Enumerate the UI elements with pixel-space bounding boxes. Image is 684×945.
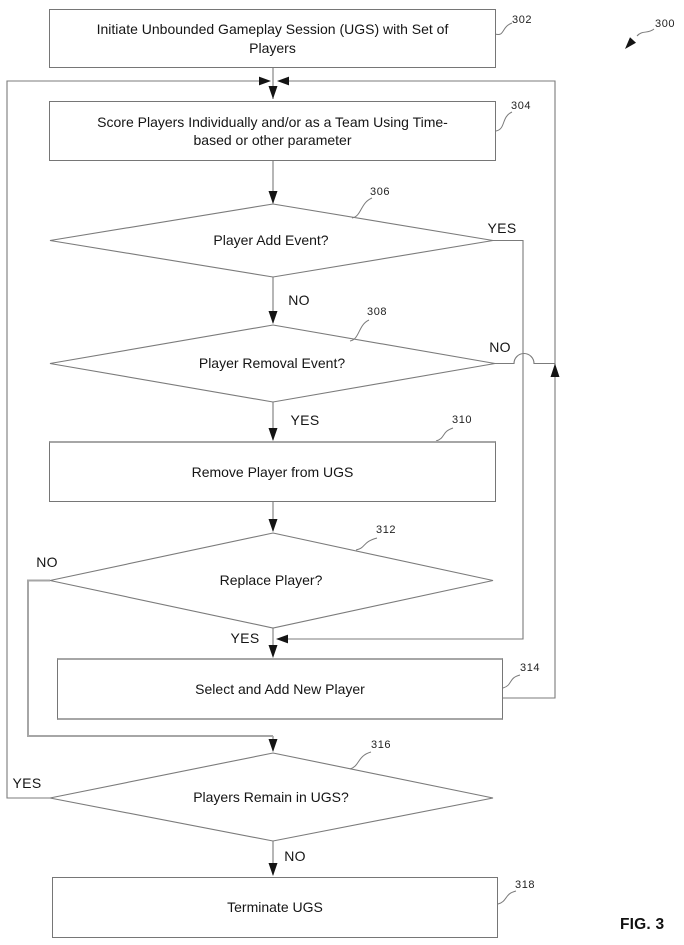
edge-312-no-bypass (27, 579, 273, 737)
node-318-terminate-ugs: Terminate UGS (52, 877, 498, 938)
arrowhead-into-306 (268, 191, 278, 204)
leader-310 (435, 427, 454, 442)
edge-308-no-hop (495, 352, 555, 365)
arrowhead-into-304 (268, 86, 278, 99)
branch-308-yes-label: YES (290, 412, 320, 428)
ref-316: 316 (371, 739, 392, 751)
branch-308-no-label: NO (489, 339, 511, 355)
node-304-score-players: Score Players Individually and/or as a T… (49, 101, 496, 161)
arrowhead-300-pointer (625, 37, 636, 49)
ref-304: 304 (511, 100, 532, 112)
diamond-312-shape (49, 532, 494, 629)
node-316-label: Players Remain in UGS? (193, 789, 349, 805)
leader-318 (497, 890, 517, 905)
arrowhead-into-314 (268, 645, 278, 658)
diamond-306-shape (49, 203, 494, 278)
leader-314 (502, 674, 521, 689)
node-302-initiate-ugs: Initiate Unbounded Gameplay Session (UGS… (49, 9, 496, 68)
node-306-label: Player Add Event? (213, 232, 329, 248)
ref-318: 318 (515, 879, 536, 891)
node-312-label: Replace Player? (219, 572, 323, 588)
ref-310: 310 (452, 414, 473, 426)
edge-316-yes-feedback (6, 80, 262, 799)
arrowhead-into-316 (268, 739, 278, 752)
ref-306: 306 (370, 186, 391, 198)
node-310-remove-player: Remove Player from UGS (49, 441, 496, 502)
leader-312 (355, 537, 378, 551)
leader-308 (349, 319, 370, 342)
arrowhead-into-312 (268, 519, 278, 532)
edge-314-feedback (286, 80, 556, 699)
arrowhead-merge-right (277, 76, 289, 86)
ref-302: 302 (512, 14, 533, 26)
arrowhead-feedback-up (550, 363, 560, 377)
ref-312: 312 (376, 524, 397, 536)
node-314-select-add-player: Select and Add New Player (57, 658, 503, 720)
arrowhead-yes-merge-314 (276, 634, 288, 644)
diamond-316-shape (49, 752, 494, 842)
node-314-label: Select and Add New Player (195, 680, 365, 697)
arrowhead-into-318 (268, 863, 278, 876)
ref-314: 314 (520, 662, 541, 674)
node-310-label: Remove Player from UGS (191, 463, 354, 480)
branch-306-yes-label: YES (487, 220, 517, 236)
ref-300-overall: 300 (655, 18, 676, 30)
leader-302 (494, 22, 513, 36)
leader-316 (349, 751, 372, 770)
arrowhead-into-308 (268, 311, 278, 324)
leader-304 (495, 111, 513, 132)
diamond-308-shape (49, 324, 496, 403)
node-308-label: Player Removal Event? (198, 355, 346, 371)
node-318-label: Terminate UGS (227, 899, 323, 916)
arrowhead-merge-left (259, 76, 271, 86)
branch-316-no-label: NO (284, 848, 306, 864)
branch-312-no-label: NO (36, 554, 58, 570)
arrowhead-into-310 (268, 428, 278, 441)
leader-300 (636, 28, 655, 37)
node-304-label: Score Players Individually and/or as a T… (97, 113, 448, 148)
branch-306-no-label: NO (288, 292, 310, 308)
edge-306-yes (285, 239, 524, 640)
branch-312-yes-label: YES (230, 630, 260, 646)
ref-308: 308 (367, 306, 388, 318)
node-302-label: Initiate Unbounded Gameplay Session (UGS… (96, 21, 449, 56)
branch-316-yes-label: YES (12, 775, 42, 791)
figure-label: FIG. 3 (620, 916, 665, 933)
leader-306 (351, 197, 373, 219)
